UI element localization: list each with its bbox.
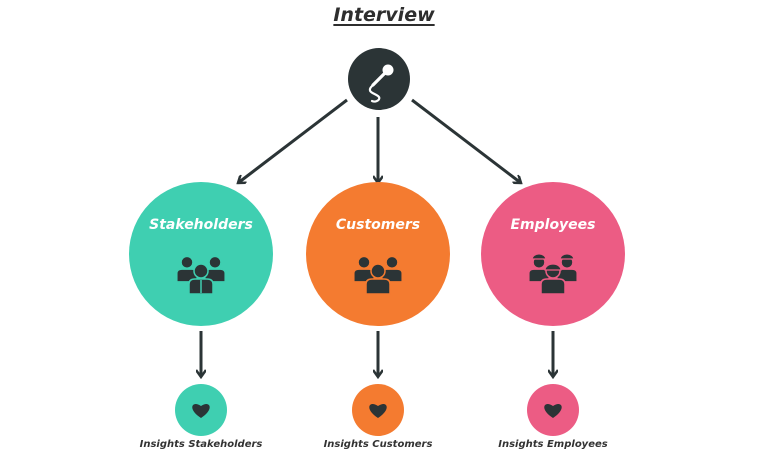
node-stakeholders (129, 182, 273, 436)
node-label: Stakeholders (149, 217, 253, 233)
insight-label: Insights Customers (323, 439, 433, 450)
arrow-to-stakeholders (238, 98, 348, 183)
node-employees (481, 182, 625, 436)
workers-hardhat-icon (528, 253, 578, 295)
arrow-to-employees (411, 98, 521, 183)
heart-icon (544, 404, 562, 418)
heart-icon (369, 404, 387, 418)
node-circle (481, 182, 625, 326)
insight-stakeholders (175, 384, 227, 436)
node-circle (129, 182, 273, 326)
diagram-title: Interview (0, 4, 768, 26)
insight-label: Insights Employees (498, 439, 608, 450)
insight-employees (527, 384, 579, 436)
node-circle (306, 182, 450, 326)
node-label: Employees (510, 217, 596, 233)
insight-customers (352, 384, 404, 436)
root-node (348, 48, 410, 110)
microphone-icon (368, 64, 394, 103)
insight-label: Insights Stakeholders (139, 439, 263, 450)
node-customers (306, 182, 450, 436)
heart-icon (192, 404, 210, 418)
title-text: Interview (333, 4, 435, 26)
business-people-icon (176, 255, 226, 295)
group-people-icon (353, 255, 403, 295)
node-label: Customers (335, 217, 421, 233)
